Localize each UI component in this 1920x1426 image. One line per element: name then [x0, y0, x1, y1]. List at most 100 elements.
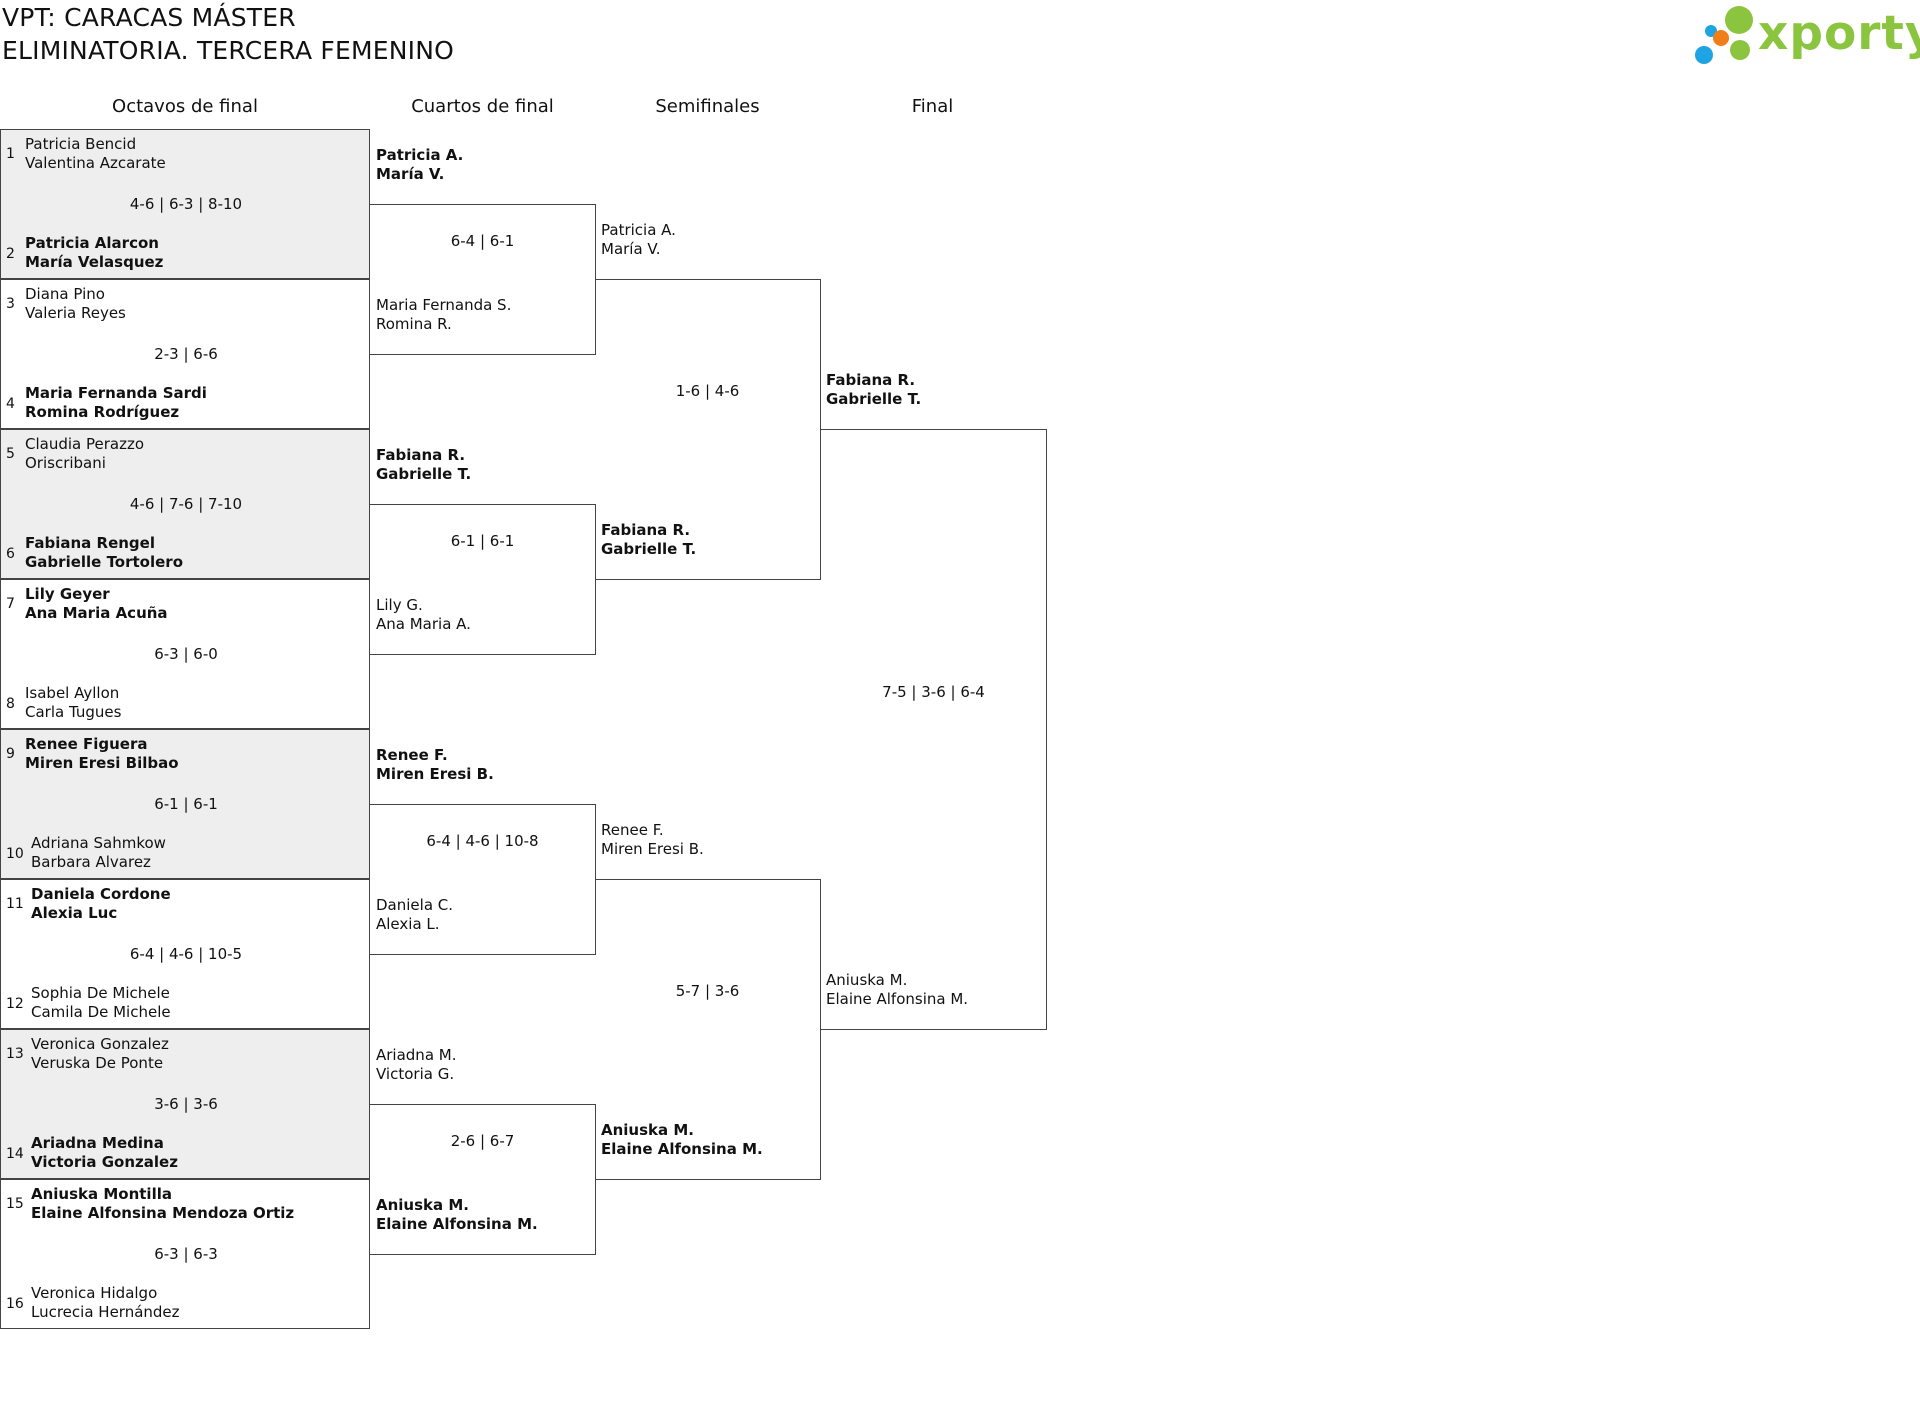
qf-team-top: Renee F.Miren Eresi B. [376, 746, 494, 784]
qf-team-top: Ariadna M.Victoria G. [376, 1046, 457, 1084]
sf-team-bottom: Fabiana R.Gabrielle T. [601, 521, 696, 559]
player-name: Veronica Gonzalez [31, 1035, 169, 1053]
player-name: Valentina Azcarate [25, 154, 166, 172]
page-title-line-2: ELIMINATORIA. TERCERA FEMENINO [2, 36, 454, 65]
round-heading-r16: Octavos de final [112, 96, 258, 117]
seed-number: 7 [6, 596, 15, 612]
player-name: Alexia L. [376, 915, 440, 933]
player-name: Aniuska M. [601, 1121, 694, 1139]
match-score: 6-3 | 6-3 [154, 1245, 218, 1263]
seed-number: 13 [6, 1046, 24, 1062]
player-name: Alexia Luc [31, 904, 118, 922]
player-name: Ariadna Medina [31, 1134, 164, 1152]
player-name: Elaine Alfonsina M. [601, 1140, 763, 1158]
player-name: Maria Fernanda Sardi [25, 384, 207, 402]
page-title-line-1: VPT: CARACAS MÁSTER [2, 3, 296, 32]
seed-number: 2 [6, 246, 15, 262]
logo-wordmark: xporty [1758, 6, 1920, 61]
player-name: Veruska De Ponte [31, 1054, 164, 1072]
player-name: Lily G. [376, 596, 423, 614]
player-name: Carla Tugues [25, 703, 122, 721]
player-name: Patricia A. [601, 221, 676, 239]
qf-score: 6-4 | 4-6 | 10-8 [426, 832, 539, 850]
seed-number: 10 [6, 846, 24, 862]
qf-score: 6-4 | 6-1 [450, 232, 515, 250]
player-name: Aniuska M. [826, 971, 908, 989]
player-name: Patricia Bencid [25, 135, 137, 153]
qf-team-bottom: Lily G.Ana Maria A. [376, 596, 471, 634]
player-name: Gabrielle Tortolero [25, 553, 183, 571]
qf-team-bottom: Daniela C.Alexia L. [376, 896, 453, 934]
qf-score: 6-1 | 6-1 [450, 532, 515, 550]
player-name: Ariadna M. [376, 1046, 457, 1064]
player-name: Elaine Alfonsina M. [826, 990, 969, 1008]
player-name: Maria Fernanda S. [376, 296, 512, 314]
player-name: Lucrecia Hernández [31, 1303, 180, 1321]
logo-dot-blue [1695, 46, 1713, 64]
seed-number: 4 [6, 396, 15, 412]
player-name: María V. [601, 240, 661, 258]
seed-number: 11 [6, 896, 24, 912]
match-score: 6-1 | 6-1 [154, 795, 218, 813]
player-name: Camila De Michele [31, 1003, 171, 1021]
round-heading-sf: Semifinales [655, 96, 760, 117]
player-name: Fabiana Rengel [25, 534, 155, 552]
player-name: Oriscribani [25, 454, 106, 472]
qf-team-top: Fabiana R.Gabrielle T. [376, 446, 471, 484]
seed-number: 16 [6, 1296, 24, 1312]
logo-dot-green-small [1730, 40, 1750, 60]
final-team-bottom: Aniuska M.Elaine Alfonsina M. [826, 971, 968, 1009]
player-name: Claudia Perazzo [25, 435, 145, 453]
player-name: Miren Eresi B. [601, 840, 704, 858]
seed-number: 6 [6, 546, 15, 562]
qf-score: 2-6 | 6-7 [450, 1132, 515, 1150]
player-name: Aniuska Montilla [31, 1185, 172, 1203]
player-name: Victoria G. [376, 1065, 455, 1083]
round-heading-qf: Cuartos de final [411, 96, 554, 117]
player-name: Gabrielle T. [826, 390, 922, 408]
logo-dot-green [1725, 6, 1753, 34]
player-name: Aniuska M. [376, 1196, 469, 1214]
qf-team-bottom: Aniuska M.Elaine Alfonsina M. [376, 1196, 538, 1234]
seed-number: 14 [6, 1146, 24, 1162]
match-score: 4-6 | 6-3 | 8-10 [129, 195, 243, 213]
player-name: Fabiana R. [601, 521, 691, 539]
player-name: Ana Maria Acuña [25, 604, 168, 622]
player-name: Fabiana R. [376, 446, 466, 464]
qf-team-bottom: Maria Fernanda S.Romina R. [376, 296, 511, 334]
player-name: Ana Maria A. [376, 615, 471, 633]
round-heading-final: Final [911, 96, 954, 117]
player-name: Sophia De Michele [31, 984, 170, 1002]
player-name: Diana Pino [25, 285, 105, 303]
seed-number: 12 [6, 996, 24, 1012]
final-bracket-line [820, 429, 1047, 1030]
sf-team-top: Renee F.Miren Eresi B. [601, 821, 704, 859]
match-score: 6-4 | 4-6 | 10-5 [129, 945, 243, 963]
player-name: Romina Rodríguez [25, 403, 180, 421]
player-name: Romina R. [376, 315, 452, 333]
player-name: Gabrielle T. [376, 465, 472, 483]
player-name: Veronica Hidalgo [31, 1284, 158, 1302]
player-name: Adriana Sahmkow [31, 834, 166, 852]
qf-team-top: Patricia A.María V. [376, 146, 463, 184]
player-name: Fabiana R. [826, 371, 916, 389]
seed-number: 3 [6, 296, 15, 312]
player-name: Renee F. [376, 746, 448, 764]
player-name: Miren Eresi Bilbao [25, 754, 179, 772]
player-name: Renee F. [601, 821, 664, 839]
sf-score: 1-6 | 4-6 [675, 382, 740, 400]
sf-team-bottom: Aniuska M.Elaine Alfonsina M. [601, 1121, 763, 1159]
